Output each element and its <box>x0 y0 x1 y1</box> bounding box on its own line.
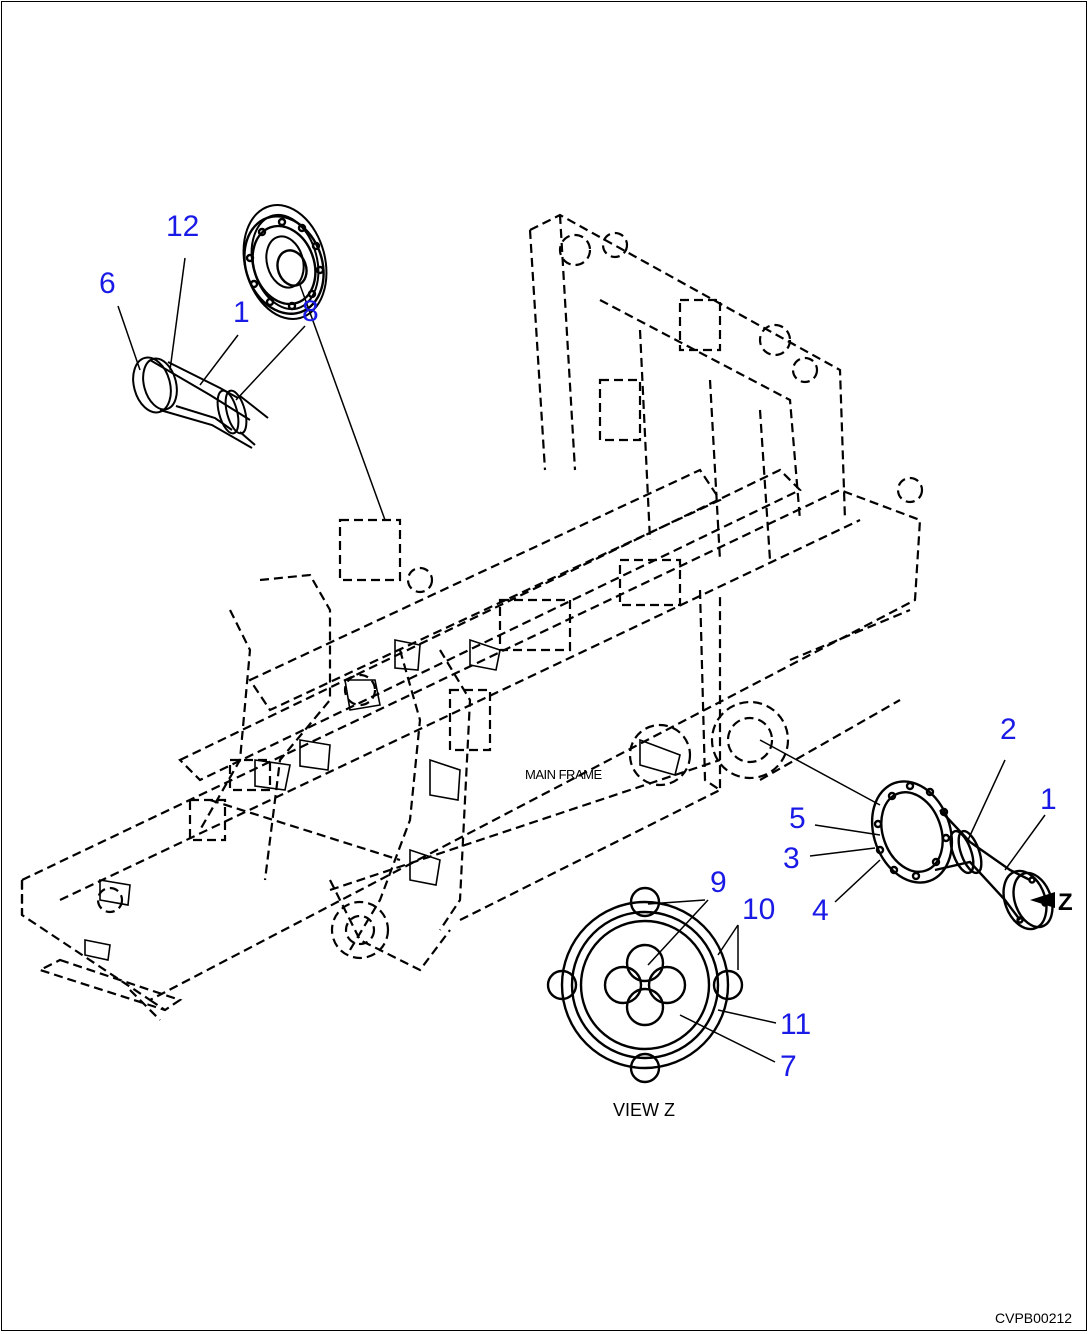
left-output-flange <box>243 215 325 315</box>
callout-12: 12 <box>166 210 200 243</box>
leader-lines <box>117 257 1046 1063</box>
view-z-label: VIEW Z <box>613 1100 675 1120</box>
left-shaft-body <box>149 359 253 449</box>
frame-detail-marks <box>84 638 681 961</box>
callout-4: 4 <box>812 894 829 927</box>
callout-3: 3 <box>783 842 800 875</box>
callout-7: 7 <box>780 1050 797 1083</box>
main-frame-label: MAIN FRAME <box>525 767 602 782</box>
right-shaft-assembly <box>870 780 1054 931</box>
callout-1-right: 1 <box>1040 783 1057 816</box>
drawing-code: CVPB00212 <box>995 1310 1073 1326</box>
z-arrow-label: Z <box>1058 889 1073 916</box>
callout-9: 9 <box>710 866 727 899</box>
right-mounting-line <box>759 739 881 806</box>
callout-11: 11 <box>780 1008 812 1041</box>
callout-5: 5 <box>789 802 806 835</box>
callout-1-left: 1 <box>233 296 250 329</box>
left-flange-disk <box>281 259 287 263</box>
main-frame-outline <box>20 213 924 1021</box>
callout-10: 10 <box>742 893 776 926</box>
view-z-detail <box>546 886 744 1084</box>
callout-8: 8 <box>302 295 319 328</box>
left-mounting-line <box>299 284 386 521</box>
view-z-arrow <box>1030 892 1055 908</box>
callout-6: 6 <box>99 267 116 300</box>
callout-2: 2 <box>1000 713 1017 746</box>
